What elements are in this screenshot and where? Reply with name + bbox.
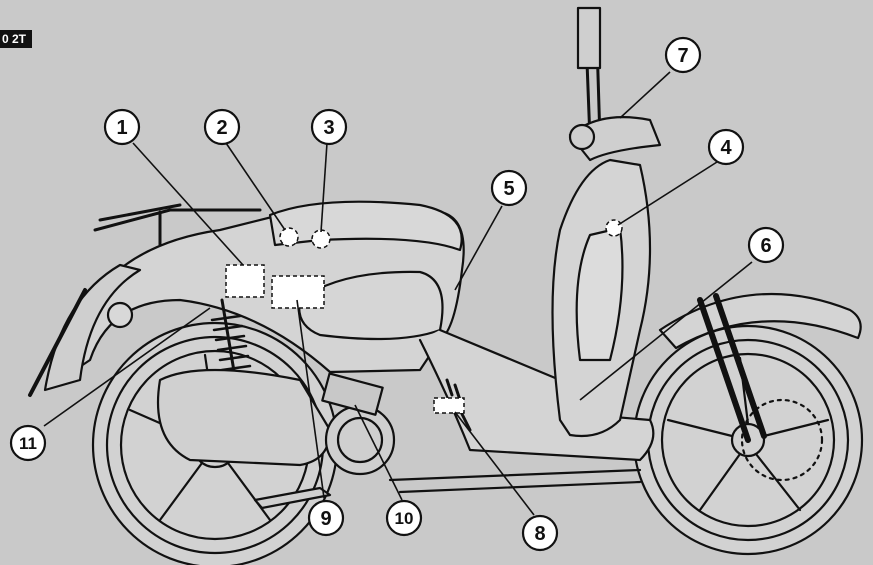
marker-circle-4 [605,219,623,237]
marker-box-8 [433,397,465,414]
taillight [106,301,134,329]
vent-grille [445,378,472,432]
callout-4-label: 4 [720,137,732,159]
handlebar [568,116,662,162]
leader-4 [617,161,718,226]
luggage-rack [93,203,262,247]
front-fork [697,293,767,443]
callout-3-label: 3 [323,117,334,139]
leader-7 [619,71,671,119]
leader-2 [225,142,286,231]
callout-3: 3 [310,108,348,146]
callout-11-label: 11 [19,434,37,453]
callout-8: 8 [521,514,559,552]
callout-4: 4 [707,128,745,166]
callout-5: 5 [490,169,528,207]
callout-7-label: 7 [677,45,688,67]
kickstand [253,486,332,510]
model-tag: 0 2T [0,30,33,48]
marker-box-1 [225,264,265,298]
callout-10: 10 [385,499,423,537]
callout-1: 1 [103,108,141,146]
callout-9: 9 [307,499,345,537]
callout-7: 7 [664,36,702,74]
leader-11 [43,307,211,427]
leader-5 [454,205,503,291]
leader-3 [320,142,328,233]
callout-9-label: 9 [320,508,331,530]
leader-1 [132,142,244,266]
leader-9 [296,299,325,499]
callout-11: 11 [9,424,47,462]
marker-circle-2 [279,227,299,247]
callout-6: 6 [747,226,785,264]
callout-10-label: 10 [395,509,414,528]
leader-6 [579,261,753,401]
callout-1-label: 1 [116,117,127,139]
battery-box [321,372,384,416]
callout-5-label: 5 [503,178,514,200]
leader-8 [454,411,535,516]
front-fender [658,292,862,350]
marker-circle-3 [311,229,331,249]
callout-2-label: 2 [216,117,227,139]
callout-6-label: 6 [760,235,771,257]
callout-8-label: 8 [534,523,545,545]
callout-2: 2 [203,108,241,146]
callouts: 1 2 3 4 5 6 7 8 [9,36,785,552]
leader-10 [354,404,403,501]
